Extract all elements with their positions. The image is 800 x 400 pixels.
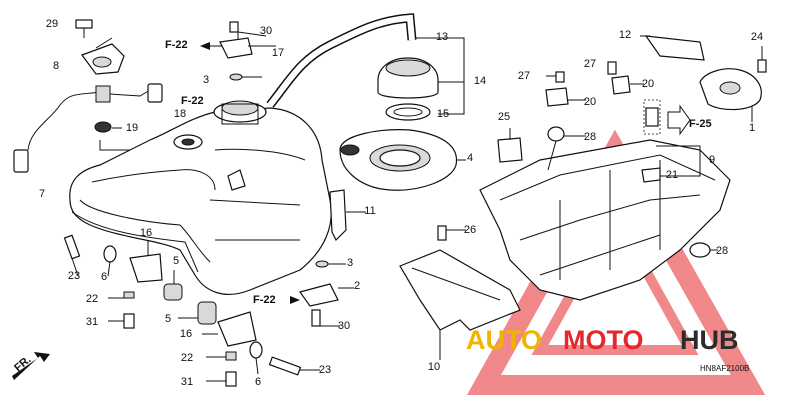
fuel-cap (377, 57, 439, 121)
watermark-moto: MOTO (563, 325, 644, 355)
ref-arrows (200, 42, 300, 304)
breather-hose (266, 13, 417, 108)
callout-c16a: 16 (140, 227, 152, 239)
cap-plate (339, 129, 466, 191)
callout-c17: 17 (272, 47, 284, 59)
ref-label-r2: F-22 (181, 95, 204, 107)
callout-c23a: 23 (68, 270, 80, 282)
ref-label-r1: F-22 (165, 39, 188, 51)
callout-c23b: 23 (319, 364, 331, 376)
callout-c2: 2 (354, 280, 360, 292)
fuel-tank (69, 100, 332, 295)
fuel-sensor-assembly (13, 19, 163, 173)
callout-c31a: 31 (86, 316, 98, 328)
callout-c18: 18 (174, 108, 186, 120)
callout-c28b: 28 (716, 245, 728, 257)
ref-label-r3: F-25 (689, 118, 712, 130)
part-1-assembly (699, 46, 767, 122)
ref-label-r4: F-22 (253, 294, 276, 306)
callout-c27a: 27 (584, 58, 596, 70)
callout-c5b: 5 (165, 313, 171, 325)
bracket-12 (640, 35, 705, 61)
callout-c22b: 22 (181, 352, 193, 364)
callout-c5a: 5 (173, 255, 179, 267)
callout-c21: 21 (666, 169, 678, 181)
small-fittings (497, 61, 718, 258)
callout-c3b: 3 (347, 257, 353, 269)
callout-c15: 15 (437, 108, 449, 120)
callout-c16b: 16 (180, 328, 192, 340)
callout-c4: 4 (467, 152, 473, 164)
callout-c20b: 20 (584, 96, 596, 108)
lower-center-mount (299, 260, 354, 327)
callout-c28a: 28 (584, 131, 596, 143)
callout-c14: 14 (474, 75, 486, 87)
callout-c13: 13 (436, 31, 448, 43)
callout-c6a: 6 (101, 271, 107, 283)
lower-left-mounts (63, 234, 320, 387)
watermark-auto: AUTO (466, 325, 542, 355)
callout-c20a: 20 (642, 78, 654, 90)
front-label: FR. (12, 354, 33, 375)
callout-c19: 19 (126, 122, 138, 134)
callout-c6b: 6 (255, 376, 261, 388)
callout-c8: 8 (53, 60, 59, 72)
callout-c27b: 27 (518, 70, 530, 82)
callout-c7: 7 (39, 188, 45, 200)
callout-c10: 10 (428, 361, 440, 373)
watermark-hub: HUB (680, 325, 739, 355)
callout-c12: 12 (619, 29, 631, 41)
callout-c1: 1 (749, 122, 755, 134)
callout-c24: 24 (751, 31, 763, 43)
front-arrow (12, 352, 50, 380)
callout-c30b: 30 (338, 320, 350, 332)
top-bracket (219, 21, 276, 81)
callout-c9: 9 (709, 154, 715, 166)
callout-c25: 25 (498, 111, 510, 123)
callout-c11: 11 (364, 205, 375, 217)
ref-layer: F-22F-22F-25F-22 (165, 39, 712, 306)
callout-c30a: 30 (260, 25, 272, 37)
diagram-code: HN8AF2100B (700, 364, 749, 373)
clip-11 (329, 189, 366, 242)
callout-c31b: 31 (181, 376, 193, 388)
callout-c26: 26 (464, 224, 476, 236)
callout-c3a: 3 (203, 74, 209, 86)
skid-plate-10 (399, 225, 521, 360)
callout-c22a: 22 (86, 293, 98, 305)
callout-c29: 29 (46, 18, 58, 30)
undertray (479, 139, 731, 301)
